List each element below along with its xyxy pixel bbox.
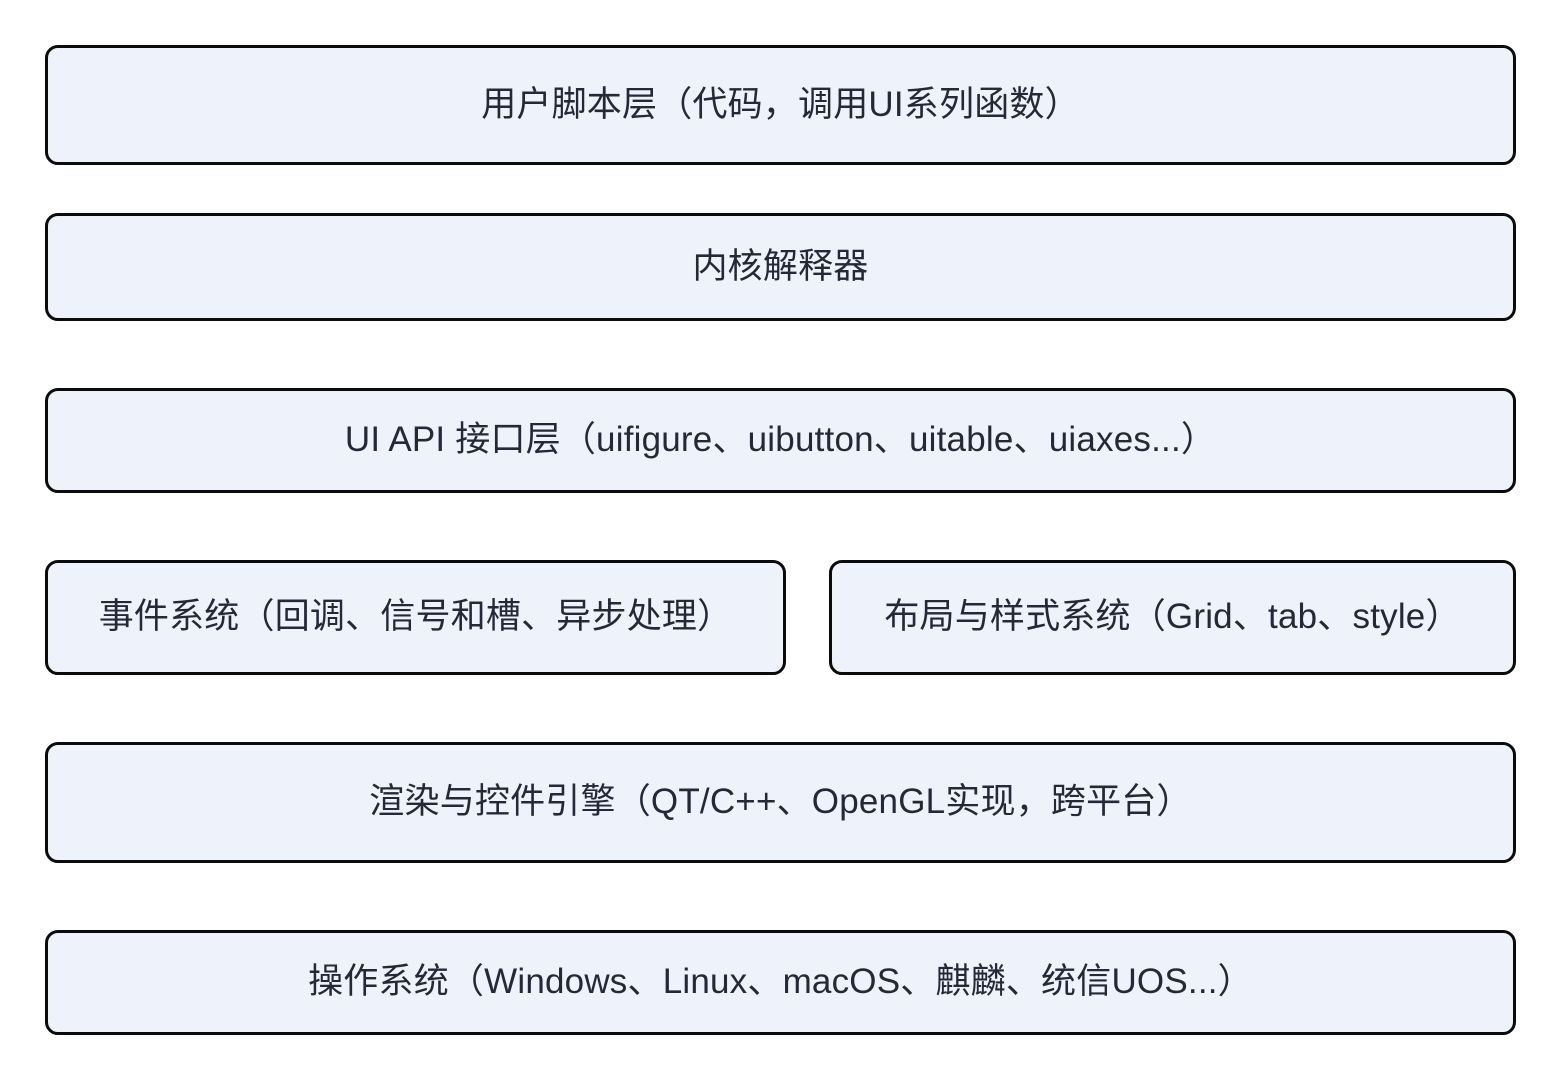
layer-label-operating-system: 操作系统（Windows、Linux、macOS、麒麟、统信UOS...） — [308, 962, 1253, 1002]
layer-box-operating-system: 操作系统（Windows、Linux、macOS、麒麟、统信UOS...） — [45, 930, 1516, 1035]
layer-label-render-engine: 渲染与控件引擎（QT/C++、OpenGL实现，跨平台） — [369, 782, 1192, 822]
layer-label-event-system: 事件系统（回调、信号和槽、异步处理） — [98, 597, 733, 637]
layer-box-ui-api: UI API 接口层（uifigure、uibutton、uitable、uia… — [45, 388, 1516, 493]
layer-box-user-script: 用户脚本层（代码，调用UI系列函数） — [45, 45, 1516, 165]
layer-box-render-engine: 渲染与控件引擎（QT/C++、OpenGL实现，跨平台） — [45, 742, 1516, 863]
layer-box-layout-style: 布局与样式系统（Grid、tab、style） — [829, 560, 1516, 675]
layer-label-kernel-interpreter: 内核解释器 — [692, 246, 869, 286]
layer-label-ui-api: UI API 接口层（uifigure、uibutton、uitable、uia… — [344, 420, 1217, 460]
layer-label-layout-style: 布局与样式系统（Grid、tab、style） — [884, 597, 1461, 637]
layer-label-user-script: 用户脚本层（代码，调用UI系列函数） — [481, 84, 1080, 124]
layer-box-kernel-interpreter: 内核解释器 — [45, 213, 1516, 321]
layer-box-event-system: 事件系统（回调、信号和槽、异步处理） — [45, 560, 786, 675]
